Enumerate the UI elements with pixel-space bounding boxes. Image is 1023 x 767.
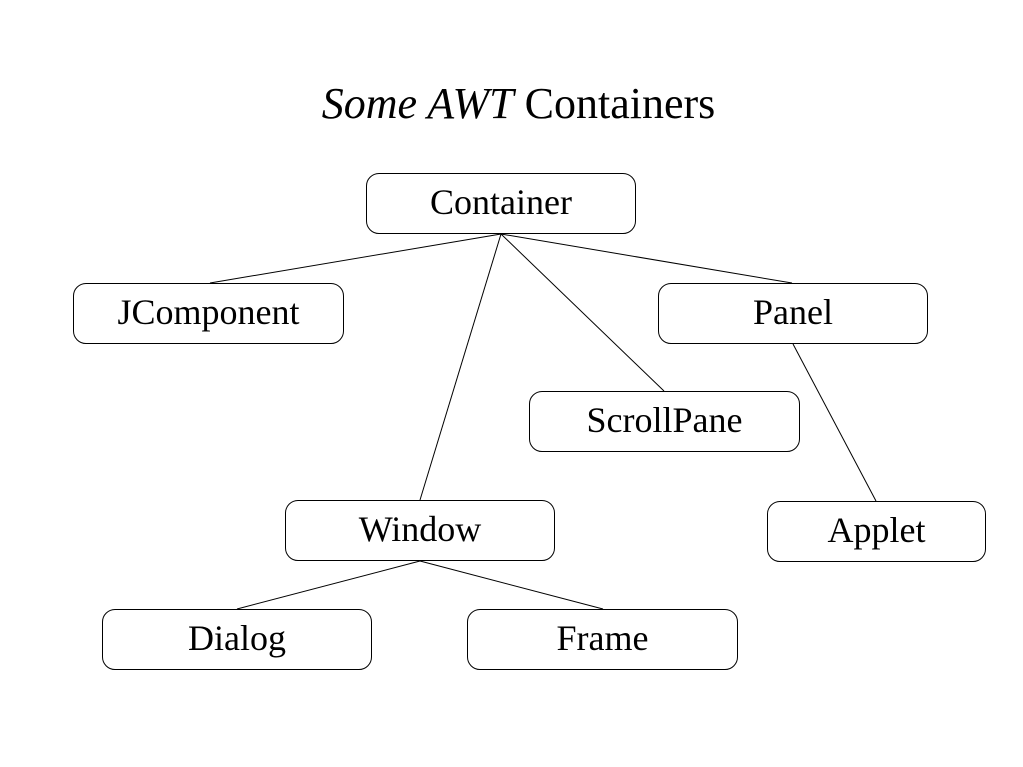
node-window: Window xyxy=(285,500,555,561)
slide-title-plain: Containers xyxy=(524,79,716,128)
node-applet: Applet xyxy=(767,501,986,562)
slide-title: Some AWT Containers xyxy=(0,72,1023,136)
edge-container-panel xyxy=(500,233,793,284)
node-container: Container xyxy=(366,173,636,234)
edge-container-jcomponent xyxy=(209,233,502,284)
edge-window-dialog xyxy=(236,560,421,610)
node-jcomponent: JComponent xyxy=(73,283,344,344)
slide-title-italic: Some AWT xyxy=(321,79,514,128)
node-scrollpane: ScrollPane xyxy=(529,391,800,452)
node-frame-label: Frame xyxy=(556,617,649,658)
node-window-label: Window xyxy=(358,508,482,549)
edge-panel-applet xyxy=(792,343,877,502)
node-jcomponent-label: JComponent xyxy=(117,291,300,332)
edge-container-scrollpane xyxy=(500,233,665,392)
node-panel-label: Panel xyxy=(753,291,833,332)
node-dialog-label: Dialog xyxy=(188,617,286,658)
node-applet-label: Applet xyxy=(827,509,926,550)
node-frame: Frame xyxy=(467,609,738,670)
node-scrollpane-label: ScrollPane xyxy=(586,399,743,440)
edge-window-frame xyxy=(419,560,604,610)
edge-container-window xyxy=(419,233,502,501)
node-panel: Panel xyxy=(658,283,928,344)
node-dialog: Dialog xyxy=(102,609,372,670)
node-container-label: Container xyxy=(430,181,572,222)
